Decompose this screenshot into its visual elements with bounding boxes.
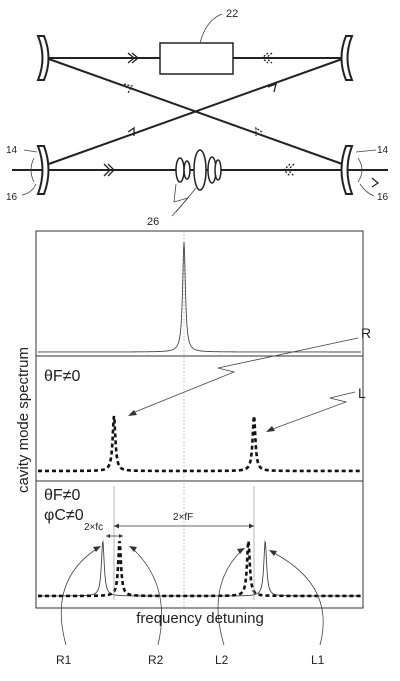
label-L: L	[358, 385, 366, 401]
optical-element-stack-26	[171, 149, 222, 217]
leader-14-right	[355, 149, 377, 153]
arrow-icon	[129, 546, 137, 552]
pointer-R2	[131, 547, 163, 646]
arrow-icon	[127, 126, 135, 136]
arrow-icon	[283, 163, 291, 177]
x-axis-label: frequency detuning	[136, 610, 264, 627]
arrow-icon	[103, 163, 111, 177]
arrow-icon	[264, 52, 273, 64]
y-axis-label: cavity mode spectrum	[15, 347, 32, 493]
mirror-top-left	[36, 35, 50, 81]
leader-22	[199, 13, 223, 44]
spectrum-curves	[38, 241, 362, 598]
leader-26b	[175, 187, 197, 213]
arrow-icon	[107, 163, 115, 177]
leader-14-left	[23, 149, 38, 153]
ref-label-16-left: 16	[6, 192, 18, 203]
dim-label-fF: 2×fF	[173, 512, 193, 523]
arrow-icon	[128, 410, 137, 416]
pointer-R1	[60, 547, 99, 646]
peak-label-R2: R2	[148, 653, 164, 667]
arrow-icon	[371, 177, 380, 188]
ref-label-16-right: 16	[377, 192, 389, 203]
spectrum-line-panel-2	[38, 415, 361, 473]
mirror-top-right	[340, 35, 354, 81]
ref-label-22: 22	[226, 8, 238, 20]
waveplate	[175, 157, 185, 183]
arrow-icon	[237, 548, 245, 554]
leader-16-left	[21, 183, 37, 196]
output-curve-right	[357, 157, 363, 183]
component-box-22	[159, 42, 234, 75]
label-R: R	[361, 325, 371, 341]
panel3-condition-2: φC≠0	[44, 507, 84, 524]
pointer-R	[129, 337, 359, 415]
leader-16-right	[359, 183, 375, 197]
panel2-condition: θF≠0	[44, 368, 80, 385]
dimension-fF	[114, 523, 254, 529]
spectrum-line-panel-3-solid	[38, 540, 361, 597]
peak-label-L2: L2	[215, 653, 229, 667]
arrow-icon	[93, 546, 101, 552]
mirror-bottom-left	[36, 145, 50, 195]
waveplate	[193, 149, 207, 191]
arrow-icon	[131, 52, 140, 64]
ring-cavity-schematic: 22 26	[6, 8, 389, 228]
arrow-icon	[287, 163, 295, 177]
arrow-icon	[266, 426, 275, 432]
beam-cross-2	[45, 57, 346, 166]
waveplate	[183, 160, 191, 180]
waveplate	[214, 159, 222, 181]
output-curve-left	[30, 157, 35, 183]
spectrum-line-panel-3-dashed	[38, 540, 362, 598]
peak-label-L1: L1	[311, 653, 325, 667]
pointer-L2	[217, 549, 243, 646]
pointer-L	[269, 391, 356, 431]
arrow-icon	[127, 52, 136, 64]
peak-label-R1: R1	[56, 653, 72, 667]
arrow-icon	[267, 82, 277, 93]
spectrum-line-panel-1	[38, 241, 361, 353]
ref-label-26: 26	[147, 216, 159, 228]
arrow-icon	[255, 126, 263, 136]
arrow-marks	[103, 52, 295, 177]
arrow-icon	[123, 83, 133, 94]
pointer-L1	[271, 551, 324, 646]
arrow-icon	[260, 52, 269, 64]
ref-label-14-left: 14	[6, 145, 18, 156]
spectrum-plot: 2×fc 2×fF θF≠0 θF≠0 φC≠0 R L cavity mode…	[15, 230, 371, 667]
dim-label-fc: 2×fc	[84, 522, 103, 533]
arrow-icon	[269, 550, 277, 556]
dimension-fc	[106, 534, 123, 538]
ref-label-14-right: 14	[377, 145, 389, 156]
plot-frame	[35, 230, 364, 609]
panel3-condition-1: θF≠0	[44, 487, 80, 504]
mirror-bottom-right	[340, 145, 354, 195]
